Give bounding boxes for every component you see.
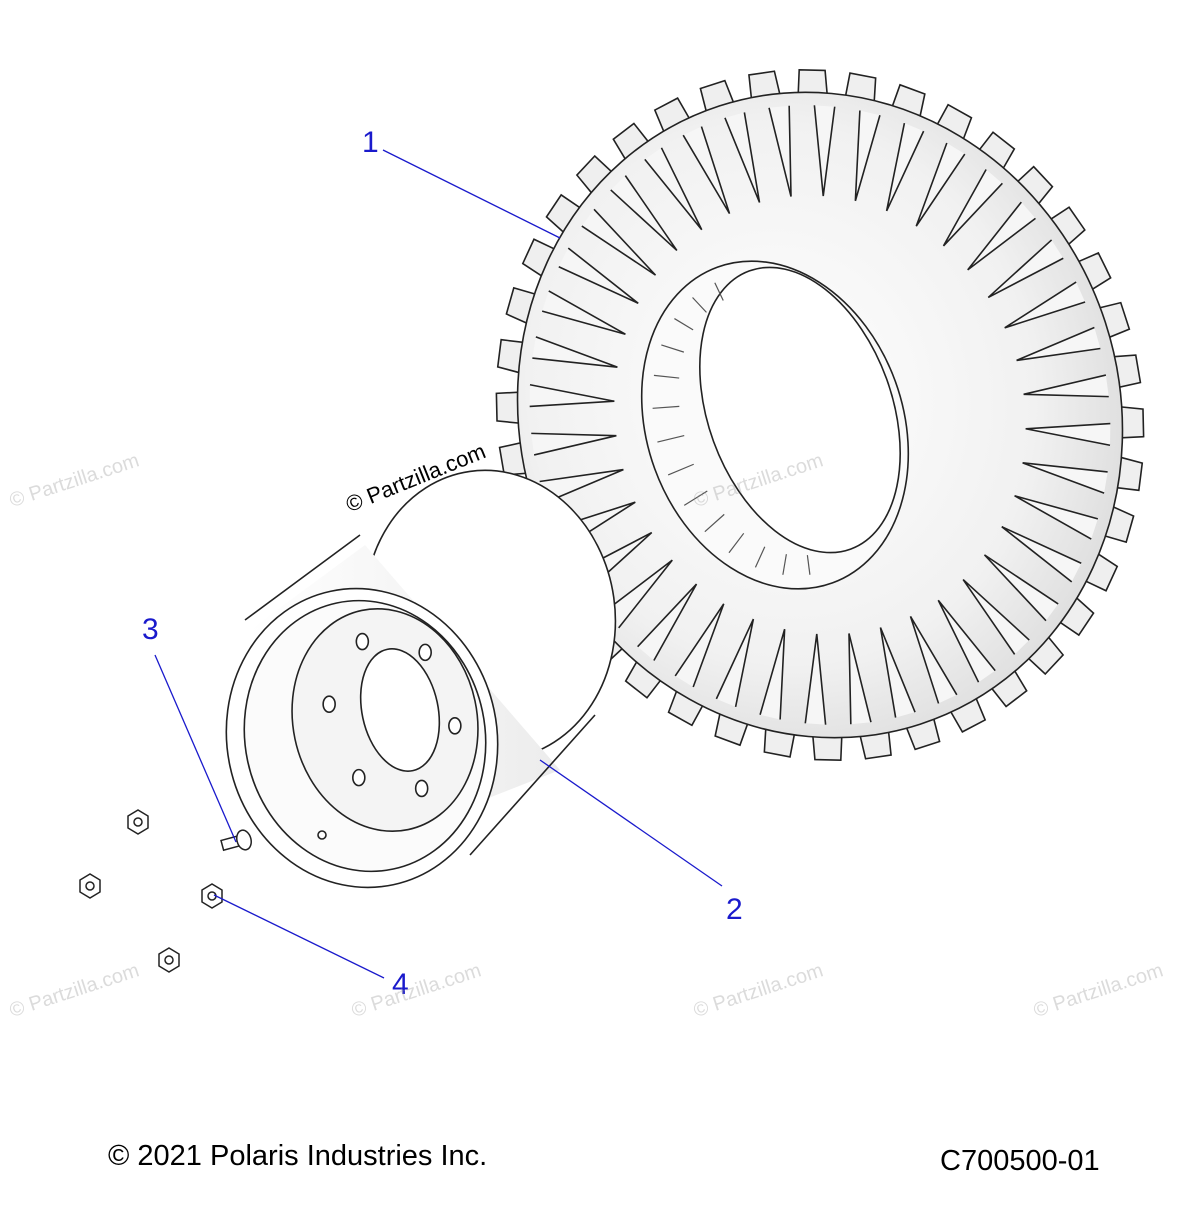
copyright-notice: © 2021 Polaris Industries Inc. bbox=[108, 1140, 488, 1172]
callout-2: 2 bbox=[726, 893, 743, 926]
sidewall-lug bbox=[1016, 326, 1101, 362]
sidewall-lug bbox=[1025, 422, 1111, 447]
sidewall-lug bbox=[1023, 374, 1109, 398]
tire bbox=[495, 68, 1145, 762]
sidewall-lug bbox=[674, 603, 725, 688]
sidewall-lug bbox=[1022, 462, 1108, 494]
callout-leaders bbox=[154, 149, 723, 979]
leader-1 bbox=[382, 149, 561, 239]
inner-rib bbox=[661, 344, 685, 353]
inner-rib bbox=[667, 463, 694, 476]
sidewall-lug bbox=[879, 627, 916, 718]
lug-hole bbox=[418, 643, 432, 662]
tire-inner-ribs bbox=[652, 282, 811, 575]
inner-rib bbox=[653, 374, 680, 379]
sidewall-lug bbox=[987, 239, 1064, 299]
sidewall-lug bbox=[848, 633, 872, 725]
sidewall-lug bbox=[529, 383, 615, 408]
sidewall-lug bbox=[804, 633, 827, 725]
sidewall-lug bbox=[682, 126, 731, 215]
callout-1: 1 bbox=[362, 126, 379, 159]
leader-2 bbox=[539, 759, 723, 887]
sidewall-lug bbox=[885, 122, 925, 212]
sidewall-lug bbox=[915, 142, 966, 227]
inner-rib bbox=[692, 297, 707, 313]
sidewall-lug bbox=[715, 618, 755, 708]
sidewall-lug bbox=[724, 112, 761, 203]
lug-hole bbox=[414, 779, 429, 798]
lug-hole bbox=[448, 717, 462, 735]
callout-4: 4 bbox=[392, 968, 409, 1001]
sidewall-lug bbox=[942, 169, 1003, 247]
sidewall-lug bbox=[768, 105, 792, 197]
inner-rib bbox=[657, 434, 685, 443]
sidewall-lug bbox=[962, 579, 1030, 655]
sidewall-lug bbox=[532, 336, 618, 368]
sidewall-lug bbox=[967, 201, 1036, 271]
sidewall-lug bbox=[541, 290, 626, 336]
lug-nut-bore bbox=[85, 881, 95, 891]
lug-nut bbox=[79, 873, 101, 899]
inner-rib bbox=[714, 282, 724, 301]
sidewall-lug bbox=[937, 599, 996, 683]
inner-rib bbox=[806, 555, 811, 575]
sidewall-lug bbox=[759, 628, 786, 720]
lug-nuts bbox=[79, 809, 223, 973]
sidewall-lug bbox=[1001, 525, 1082, 583]
sidewall-lug bbox=[610, 175, 678, 251]
lug-nut bbox=[201, 883, 223, 909]
sidewall-lug bbox=[604, 559, 673, 629]
inner-rib bbox=[728, 532, 745, 554]
leader-3 bbox=[154, 654, 237, 843]
lug-nut bbox=[158, 947, 180, 973]
rim-lug-holes bbox=[322, 632, 462, 798]
sidewall-lug bbox=[539, 468, 624, 504]
sidewall-lug bbox=[1004, 281, 1086, 329]
inner-rib bbox=[754, 546, 766, 568]
inner-rib bbox=[782, 554, 787, 575]
sidewall-lug bbox=[581, 208, 657, 276]
leader-4 bbox=[213, 894, 385, 979]
lug-hole bbox=[352, 768, 366, 787]
sidewall-lug bbox=[531, 432, 617, 456]
lug-hole bbox=[322, 695, 336, 713]
inner-rib bbox=[683, 490, 708, 506]
sidewall-lug bbox=[1014, 494, 1099, 540]
callout-3: 3 bbox=[142, 613, 159, 646]
inner-rib bbox=[704, 513, 725, 533]
inner-rib bbox=[674, 318, 694, 331]
sidewall-lug bbox=[637, 583, 698, 661]
sidewall-lug bbox=[909, 615, 958, 704]
sidewall-lug bbox=[558, 247, 639, 305]
lug-nut-bore bbox=[133, 817, 143, 827]
sidewall-lug bbox=[644, 147, 703, 231]
figure-code: C700500-01 bbox=[940, 1145, 1100, 1177]
wheel-rim bbox=[225, 469, 617, 889]
lug-nut-bore bbox=[164, 955, 174, 965]
sidewall-lug bbox=[983, 554, 1059, 622]
inner-rib bbox=[652, 405, 680, 409]
valve-stem bbox=[220, 829, 252, 852]
lug-hole bbox=[355, 632, 370, 651]
sidewall-lug bbox=[813, 105, 836, 197]
lug-nut bbox=[127, 809, 149, 835]
sidewall-lug bbox=[854, 110, 881, 202]
